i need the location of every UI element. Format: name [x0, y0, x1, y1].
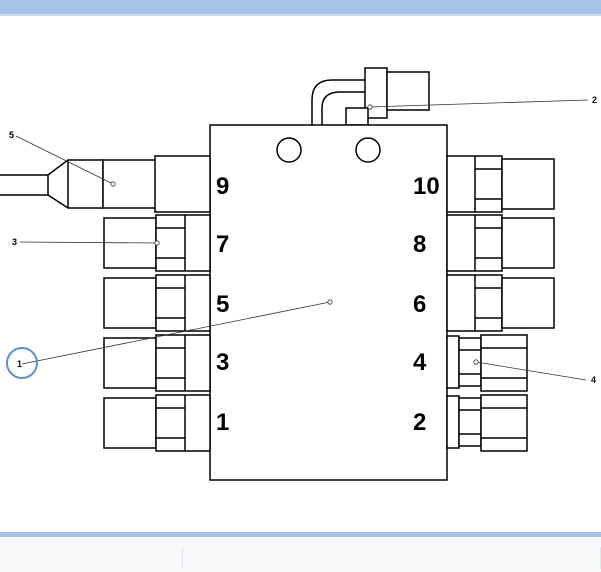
cable-connector [0, 155, 211, 213]
port-label-4: 4 [413, 349, 427, 376]
port-label-5: 5 [216, 291, 229, 318]
elbow-fitting [311, 67, 430, 126]
left-fittings [103, 214, 211, 452]
callout-4: 4 [591, 375, 596, 385]
window-title-bar [0, 0, 601, 16]
nut-fittings [446, 334, 528, 452]
port-label-6: 6 [413, 291, 426, 318]
port-label-3: 3 [216, 349, 229, 376]
right-fittings [446, 155, 555, 332]
port-label-9: 9 [216, 173, 229, 200]
callout-highlight-ring[interactable] [6, 347, 38, 379]
mounting-hole-left [276, 137, 302, 163]
mounting-hole-right [355, 137, 381, 163]
manifold-diagram: 9 7 5 3 1 10 8 6 4 2 2 5 3 1 4 [0, 67, 597, 481]
port-label-7: 7 [216, 231, 229, 258]
callout-2: 2 [592, 95, 597, 105]
toolbar-segment [182, 547, 601, 569]
port-label-2: 2 [413, 409, 426, 436]
port-label-1: 1 [216, 409, 229, 436]
callout-5: 5 [9, 130, 14, 140]
callout-1: 1 [17, 359, 22, 369]
port-label-8: 8 [413, 231, 426, 258]
callout-3: 3 [12, 237, 17, 247]
leader-lines [15, 99, 589, 381]
bottom-toolbar [0, 532, 601, 572]
toolbar-segment [0, 547, 183, 569]
port-label-10: 10 [413, 173, 440, 200]
